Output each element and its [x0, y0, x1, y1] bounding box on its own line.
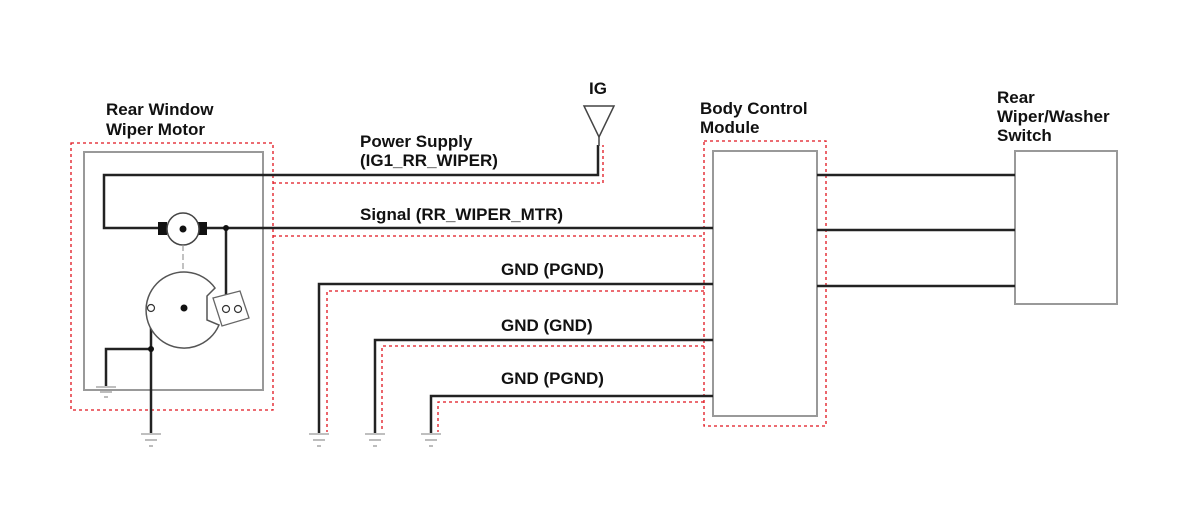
gnd1-dashed-wire: [326, 290, 704, 432]
gnd2-wire: [373, 338, 713, 433]
power-wire: [102, 145, 600, 230]
ig-antenna-icon: [582, 105, 616, 146]
gnd-gnd-label: GND (GND): [501, 316, 593, 335]
power-dashed-wire: [273, 145, 604, 184]
motor-dashed-outline: [70, 142, 274, 411]
bcm-dashed-outline: [703, 140, 827, 427]
gnd3-wire: [429, 394, 713, 433]
motor-label-line1: Rear Window: [106, 100, 214, 119]
switch-label-line1: Rear: [997, 88, 1035, 107]
ig-label: IG: [589, 79, 607, 98]
switch-box: [1014, 150, 1118, 305]
gnd1-wire: [317, 282, 713, 433]
gnd3-dashed-wire: [437, 401, 704, 432]
bcm-label-line2: Module: [700, 118, 760, 137]
motor-box: [83, 151, 264, 391]
signal-label: Signal (RR_WIPER_MTR): [360, 205, 563, 224]
cam-switch-icon: [145, 225, 250, 352]
gnd-pgnd-label-1: GND (PGND): [501, 260, 604, 279]
motor-label-line2: Wiper Motor: [106, 120, 205, 139]
gnd2-dashed-wire: [381, 345, 704, 432]
power-supply-label-line2: (IG1_RR_WIPER): [360, 151, 498, 170]
switch-label-line3: Switch: [997, 126, 1052, 145]
dc-motor-icon: [158, 212, 207, 270]
ground-icon: [421, 433, 441, 447]
motor-case-ground-wire: [104, 347, 151, 386]
switch-label-line2: Wiper/Washer: [997, 107, 1110, 126]
bcm-box: [712, 150, 818, 417]
bcm-label-line1: Body Control: [700, 99, 808, 118]
gnd-pgnd-label-2: GND (PGND): [501, 369, 604, 388]
power-supply-label-line1: Power Supply: [360, 132, 473, 151]
ground-icon: [141, 433, 161, 447]
ground-icon: [309, 433, 329, 447]
ground-icon: [365, 433, 385, 447]
ground-icon: [96, 386, 116, 398]
